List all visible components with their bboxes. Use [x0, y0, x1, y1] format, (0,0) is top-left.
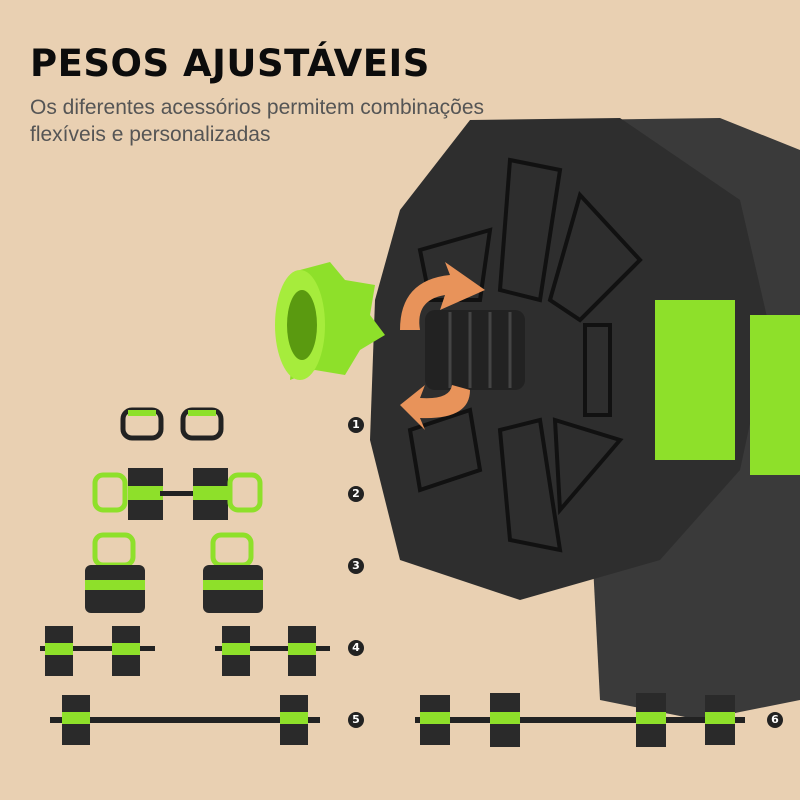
config-3-kettlebells [85, 532, 263, 613]
threaded-bar [425, 310, 525, 390]
config-number-badge: 2 [348, 486, 364, 502]
config-2-kettlebell-dumbbells [92, 468, 263, 520]
rotate-arrows-icon [400, 262, 485, 430]
config-6-barbell [415, 693, 745, 747]
page-title: PESOS AJUSTÁVEIS [30, 42, 430, 85]
green-insert [655, 300, 735, 460]
large-weight-plate [370, 118, 800, 720]
green-insert [750, 315, 800, 475]
config-5-barbell [50, 695, 320, 745]
config-4-dumbbells [40, 626, 330, 676]
config-number-badge: 3 [348, 558, 364, 574]
subtitle: Os diferentes acessórios permitem combin… [30, 94, 590, 148]
config-number-badge: 4 [348, 640, 364, 656]
config-number-badge: 5 [348, 712, 364, 728]
config-number-badge: 6 [767, 712, 783, 728]
subtitle-line-1: Os diferentes acessórios permitem combin… [30, 96, 485, 119]
green-star-nut [275, 262, 385, 380]
config-number-badge: 1 [348, 417, 364, 433]
config-1-handles [120, 407, 224, 441]
subtitle-line-2: flexíveis e personalizadas [30, 123, 271, 146]
